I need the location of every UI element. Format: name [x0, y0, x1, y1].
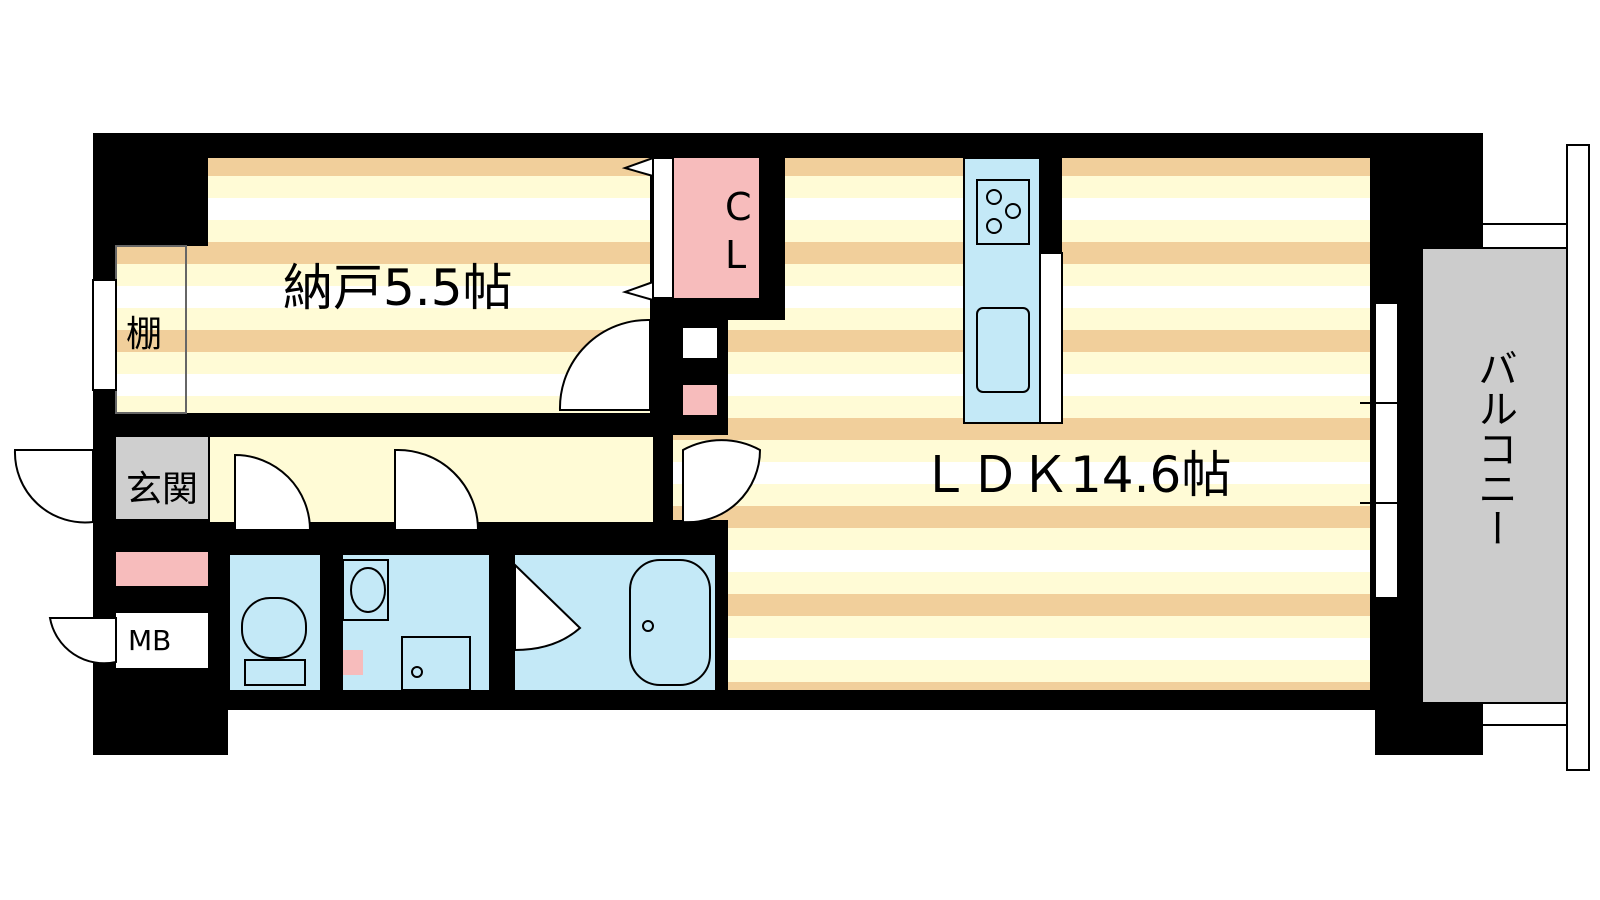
storage-room-floor-left	[116, 246, 211, 413]
small-storage-pink	[683, 385, 717, 415]
ldk-floor-lower	[728, 320, 788, 690]
closet-floor	[673, 158, 759, 298]
ldk-label: ＬＤＫ14.6帖	[920, 446, 1231, 504]
burner-icon	[986, 218, 1002, 234]
balcony-railing	[1566, 144, 1590, 771]
bath-door-arc	[514, 562, 582, 652]
drain-icon	[411, 666, 423, 678]
burner-icon	[986, 189, 1002, 205]
washroom-door-swing	[394, 448, 480, 531]
closet-door-marker	[621, 280, 654, 302]
balcony-window	[1374, 302, 1399, 599]
balcony-label: バルコニー	[1471, 348, 1517, 548]
bath-drain-icon	[642, 620, 654, 632]
kitchen-back-panel	[1039, 252, 1063, 424]
shelf-label: 棚	[126, 314, 162, 355]
entrance-floor	[116, 437, 208, 519]
storage-door-swing	[558, 318, 651, 411]
washroom-niche	[343, 650, 363, 675]
ldk-door-swing	[682, 439, 762, 524]
entrance-step	[116, 552, 208, 586]
washing-machine-icon	[401, 636, 471, 691]
bathtub-icon	[629, 559, 711, 686]
small-storage	[683, 328, 717, 358]
closet-door-marker	[621, 156, 654, 178]
closet-door-strip	[652, 157, 674, 299]
storage-room-label: 納戸5.5帖	[283, 259, 513, 317]
toilet-tank-icon	[244, 659, 306, 686]
meter-box-label: MB	[128, 624, 171, 657]
basin-bowl-icon	[350, 567, 386, 613]
closet-label-l: L	[725, 233, 746, 277]
balcony-floor	[1421, 247, 1568, 704]
entrance-label: 玄関	[126, 469, 198, 510]
kitchen-wall	[1040, 158, 1062, 253]
ldk-floor	[785, 158, 1370, 690]
stove-icon	[976, 179, 1030, 245]
left-window	[92, 279, 117, 391]
meter-box	[116, 613, 208, 668]
mb-door-swing	[48, 617, 117, 665]
burner-icon	[1005, 203, 1021, 219]
toilet-door-swing	[234, 453, 312, 531]
closet-label-c: C	[725, 185, 752, 229]
wall-bottom-left	[93, 700, 228, 755]
toilet-icon	[241, 597, 307, 659]
entrance-door-swing	[13, 449, 94, 524]
sink-icon	[976, 307, 1030, 393]
